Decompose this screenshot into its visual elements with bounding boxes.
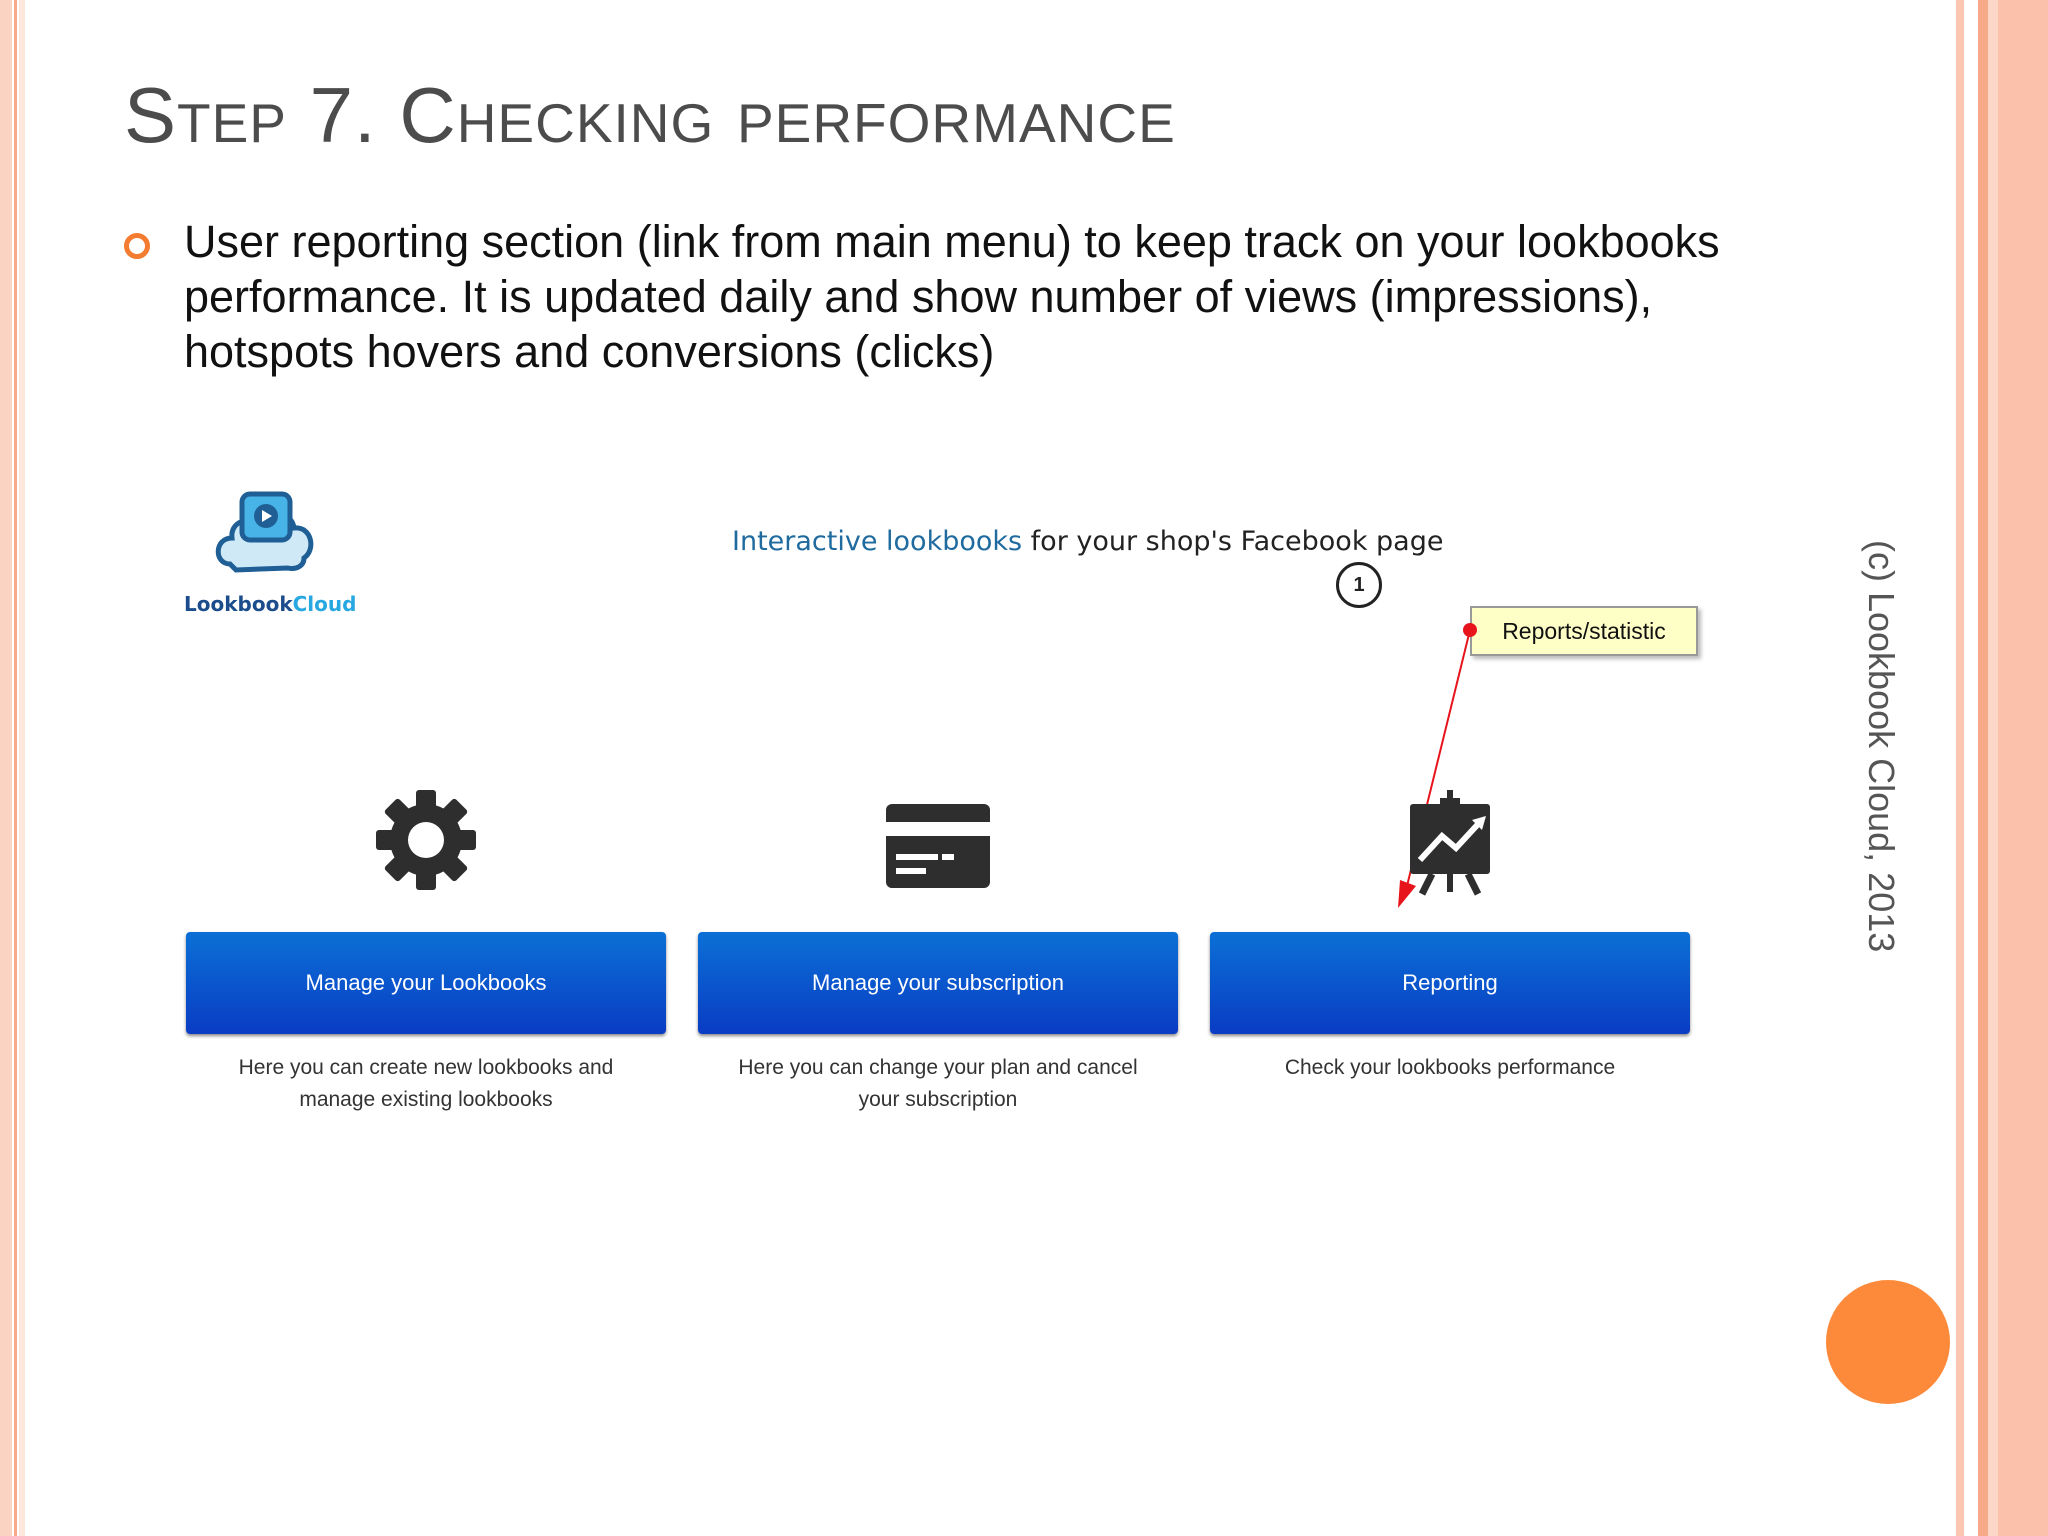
decorative-circle xyxy=(1826,1280,1950,1404)
manage-subscription-description: Here you can change your plan and cancel… xyxy=(738,1056,1138,1111)
right-border-gap xyxy=(1966,0,1978,1536)
tagline-highlight: Interactive lookbooks xyxy=(732,526,1023,557)
gear-icon xyxy=(376,790,476,890)
reporting-description: Check your lookbooks performance xyxy=(1284,1056,1616,1079)
logo-wordmark-part1: Lookbook xyxy=(184,592,293,616)
right-border-line xyxy=(1978,0,1988,1536)
right-border-band xyxy=(1956,0,1964,1536)
copyright-watermark: (c) Lookbook Cloud, 2013 xyxy=(1861,540,1902,953)
logo-wordmark: LookbookCloud xyxy=(184,592,356,616)
bullet-text: User reporting section (link from main m… xyxy=(184,216,1720,377)
reporting-button[interactable]: Reporting xyxy=(1210,932,1690,1034)
embedded-screenshot: LookbookCloud Interactive lookbooks for … xyxy=(184,470,1744,1150)
bullet-icon xyxy=(124,233,150,259)
credit-card-icon xyxy=(886,804,990,888)
tagline-rest: for your shop's Facebook page xyxy=(1022,526,1444,557)
manage-lookbooks-button[interactable]: Manage your Lookbooks xyxy=(186,932,666,1034)
slide-title: Step 7. Checking performance xyxy=(124,71,1176,159)
left-border-fade xyxy=(19,0,25,1536)
left-border-line xyxy=(14,0,17,1536)
right-border-edge xyxy=(1998,0,2048,1536)
manage-subscription-button[interactable]: Manage your subscription xyxy=(698,932,1178,1034)
chart-presentation-icon xyxy=(1410,790,1490,896)
manage-lookbooks-description: Here you can create new lookbooks and ma… xyxy=(238,1056,614,1111)
left-border-stripe xyxy=(0,0,12,1536)
logo-wordmark-part2: Cloud xyxy=(292,592,357,616)
lookbookcloud-logo[interactable]: LookbookCloud xyxy=(184,486,356,616)
reports-callout: Reports/statistic xyxy=(1470,606,1698,656)
cloud-logo-icon xyxy=(215,491,314,573)
tagline: Interactive lookbooks for your shop's Fa… xyxy=(732,526,1443,557)
right-border-fade xyxy=(1988,0,1998,1536)
step-number-badge: 1 xyxy=(1336,562,1382,608)
